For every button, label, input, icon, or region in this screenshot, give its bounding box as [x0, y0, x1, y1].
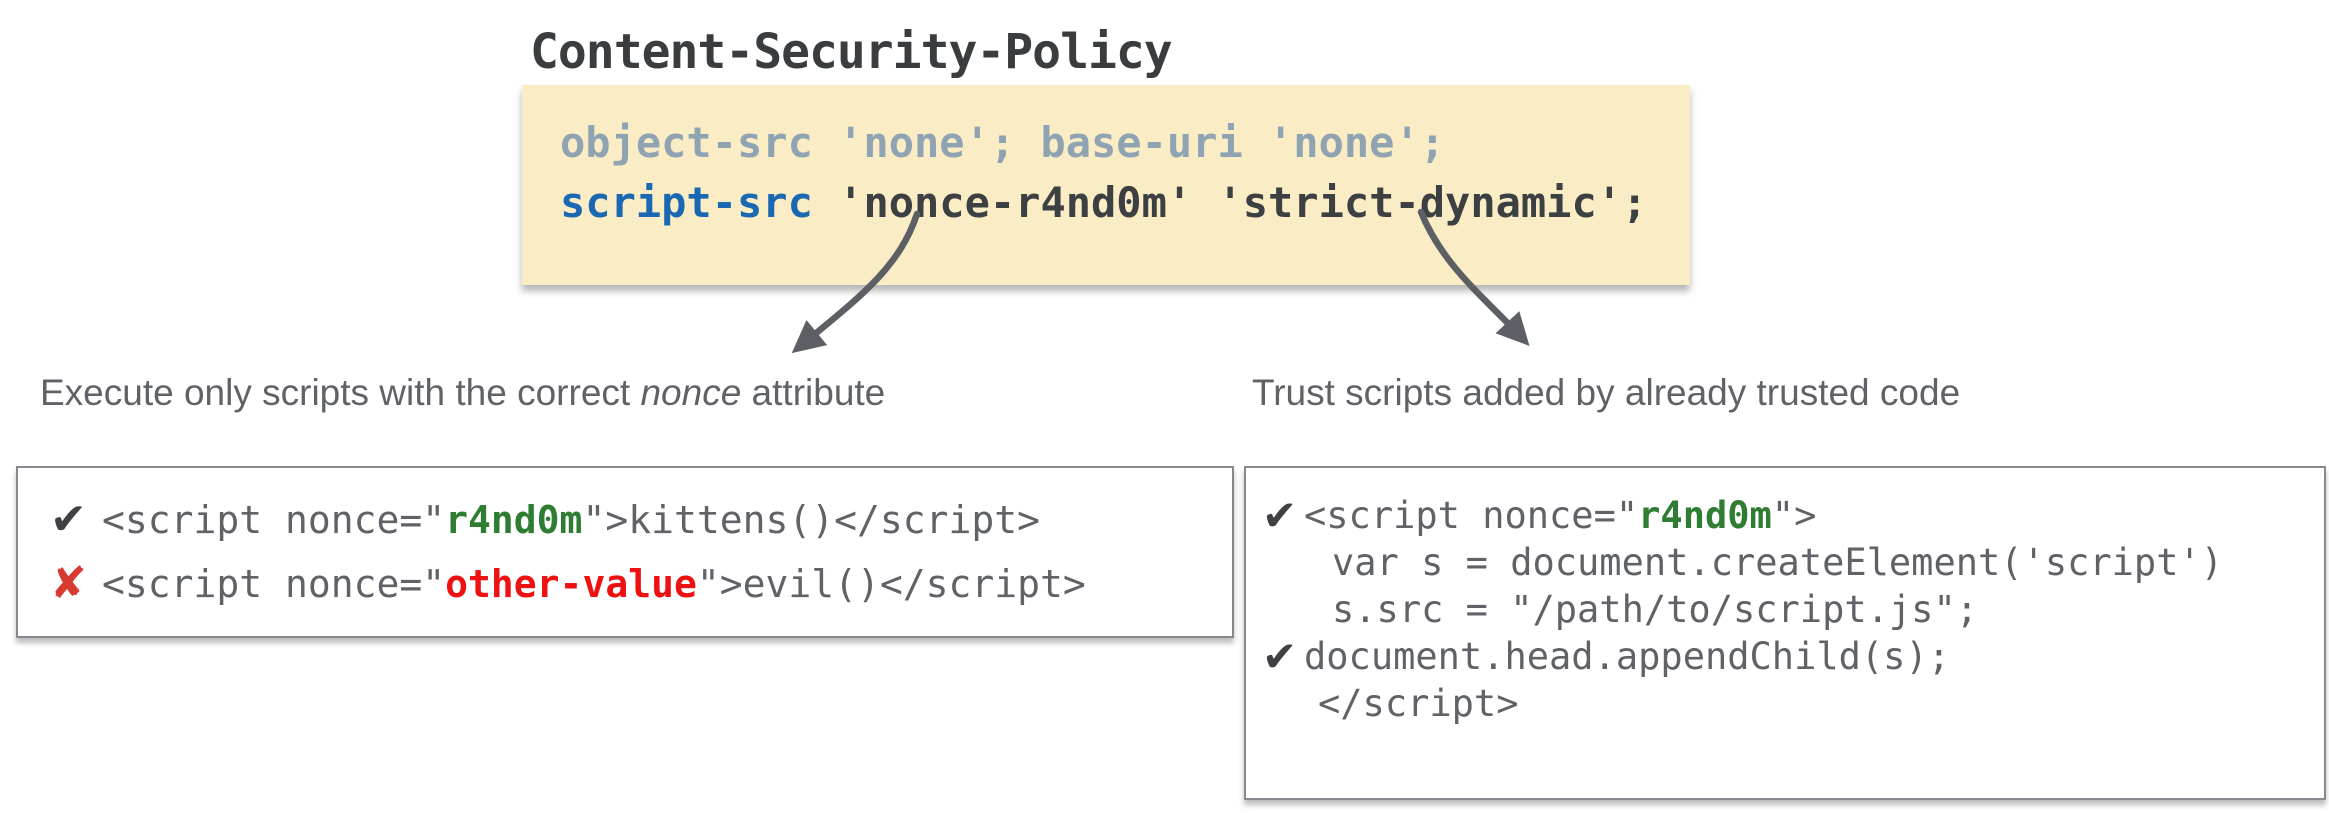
left-annotation: Execute only scripts with the correct no… — [40, 372, 885, 414]
code-row: var s = document.createElement('script') — [1258, 539, 2324, 586]
trusted-script-open-row: ✔ <script nonce="r4nd0m"> — [1258, 492, 2324, 539]
bad-nonce-value: other-value — [445, 562, 697, 606]
code-text: "> — [1771, 494, 1817, 537]
csp-policy-code-box: object-src 'none'; base-uri 'none'; scri… — [522, 85, 1690, 285]
code-row: </script> — [1258, 680, 2324, 727]
left-annotation-text-pre: Execute only scripts with the correct — [40, 372, 641, 413]
check-icon: ✔ — [50, 494, 87, 545]
code-text: <script nonce=" — [1304, 494, 1639, 537]
code-text: <script nonce=" — [102, 562, 446, 606]
code-text: ">kittens()</script> — [582, 498, 1041, 542]
check-icon: ✔ — [1262, 632, 1298, 681]
code-line: document.head.appendChild(s); — [1304, 635, 1951, 678]
script-src-directive: script-src — [560, 178, 813, 227]
trusted-append-row: ✔ document.head.appendChild(s); — [1258, 633, 2324, 680]
policy-line-object-src: object-src 'none'; base-uri 'none'; — [560, 118, 1446, 167]
code-line: <script nonce="r4nd0m"> — [1304, 492, 1816, 539]
nonce-value: r4nd0m — [1638, 494, 1772, 537]
page-title: Content-Security-Policy — [530, 24, 1173, 80]
code-line: </script> — [1318, 682, 1519, 725]
code-line: s.src = "/path/to/script.js"; — [1332, 588, 1979, 631]
cross-icon: ✘ — [50, 558, 87, 609]
code-text: <script nonce=" — [102, 498, 446, 542]
nonce-example-box: ✔ <script nonce="r4nd0m">kittens()</scri… — [16, 466, 1234, 638]
allowed-script-row: ✔ <script nonce="r4nd0m">kittens()</scri… — [38, 488, 1232, 552]
code-row: s.src = "/path/to/script.js"; — [1258, 586, 2324, 633]
script-src-values: 'nonce-r4nd0m' 'strict-dynamic'; — [812, 178, 1648, 227]
check-icon: ✔ — [1262, 491, 1298, 540]
left-annotation-emphasis: nonce — [640, 372, 742, 413]
left-annotation-text-post: attribute — [741, 372, 886, 413]
policy-line-script-src: script-src 'nonce-r4nd0m' 'strict-dynami… — [560, 173, 1690, 233]
code-text: ">evil()</script> — [696, 562, 1086, 606]
right-annotation: Trust scripts added by already trusted c… — [1252, 372, 1961, 413]
nonce-value: r4nd0m — [445, 498, 583, 542]
code-line: <script nonce="r4nd0m">kittens()</script… — [102, 488, 1040, 552]
code-line: var s = document.createElement('script') — [1332, 541, 2224, 584]
blocked-script-row: ✘ <script nonce="other-value">evil()</sc… — [38, 552, 1232, 616]
code-line: <script nonce="other-value">evil()</scri… — [102, 552, 1086, 616]
strict-dynamic-example-box: ✔ <script nonce="r4nd0m"> var s = docume… — [1244, 466, 2326, 800]
